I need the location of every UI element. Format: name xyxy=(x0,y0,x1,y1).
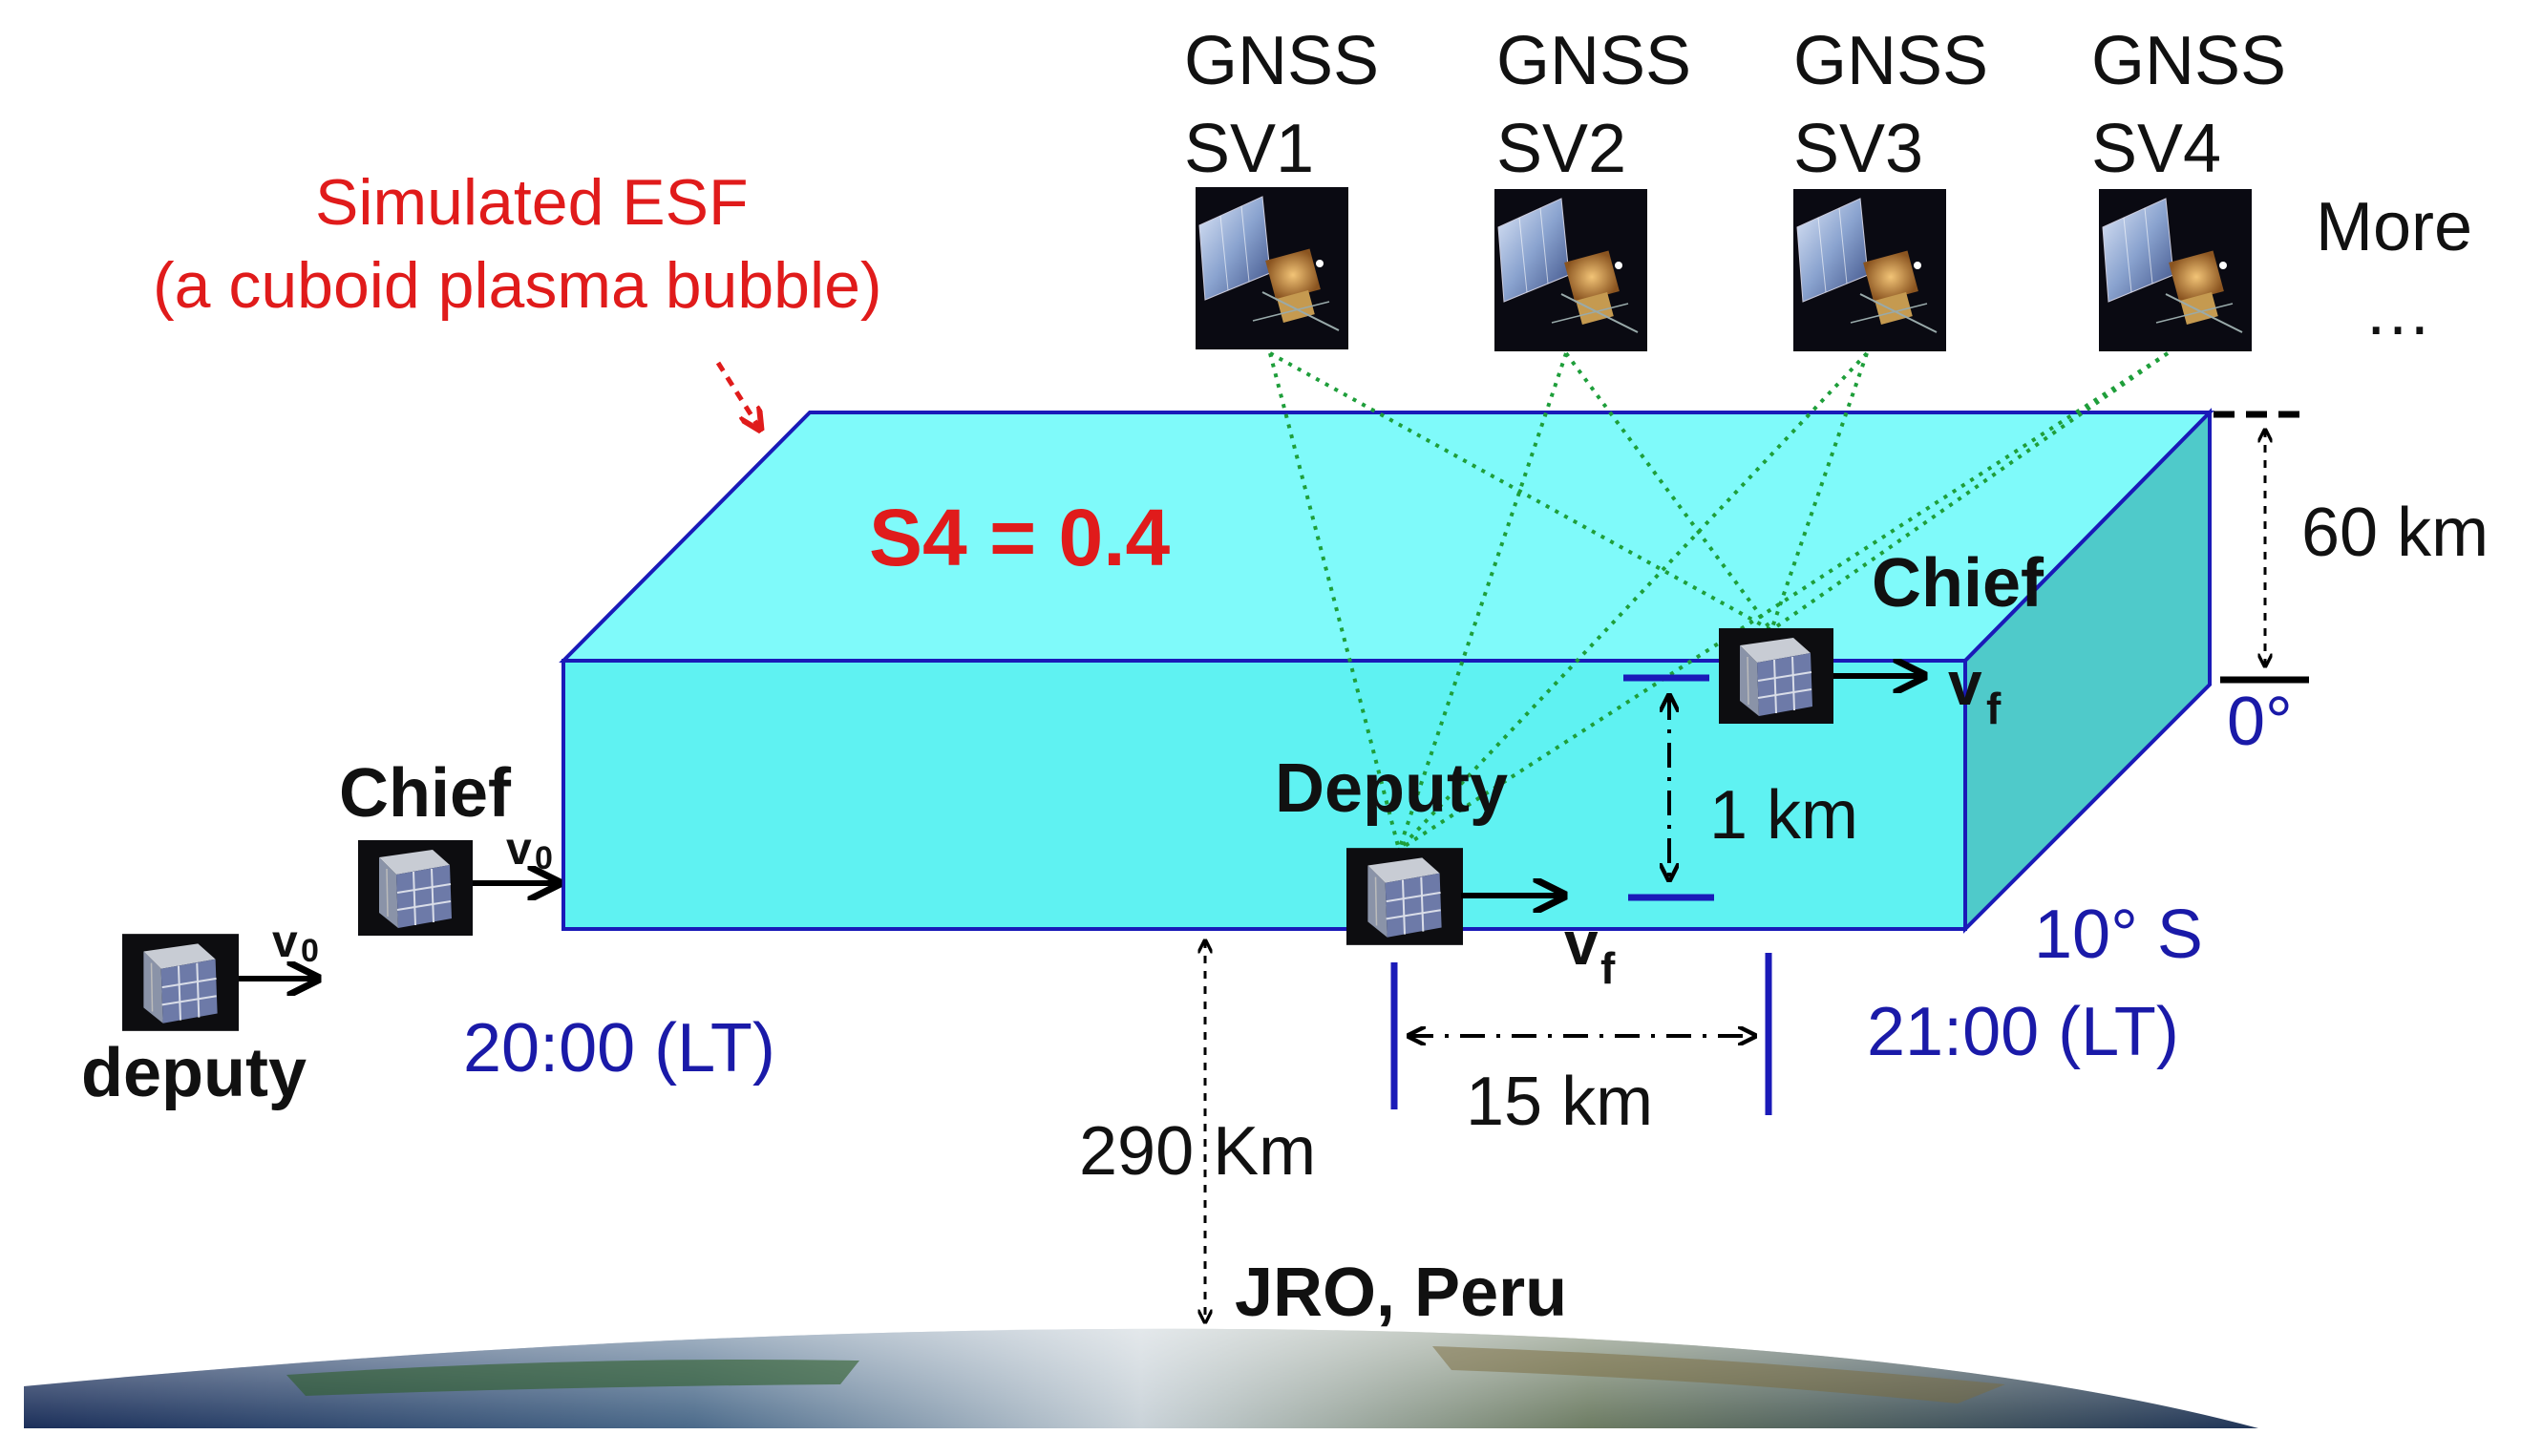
sv1-label-line2: SV1 xyxy=(1184,111,1314,187)
final-chief-label: Chief xyxy=(1872,545,2044,622)
gnss-satellite-icon xyxy=(1494,189,1647,351)
initial-chief: Chief v 0 xyxy=(339,755,559,936)
latitude-south-label: 10° S xyxy=(2034,897,2203,973)
cubesat-icon xyxy=(1346,848,1463,945)
latitude-north-label: 0° xyxy=(2227,684,2293,760)
los-sv3-chief xyxy=(1769,352,1869,631)
esf-title-line1: Simulated ESF xyxy=(315,166,749,239)
sv4-label-line1: GNSS xyxy=(2091,23,2286,99)
final-chief: Chief v f xyxy=(1719,545,2044,733)
sv2-label-line1: GNSS xyxy=(1496,23,1691,99)
initial-deputy: v 0 deputy xyxy=(81,917,319,1111)
horizontal-separation-label: 15 km xyxy=(1466,1064,1653,1140)
height-dimension: 60 km xyxy=(2214,411,2489,684)
vertical-separation-label: 1 km xyxy=(1709,777,1858,854)
gnss-sv2: GNSS SV2 xyxy=(1494,23,1691,351)
initial-chief-velocity-v: v xyxy=(506,824,532,875)
los-lines xyxy=(1268,351,2170,852)
horizontal-separation: 15 km xyxy=(1390,953,1772,1140)
plasma-bubble-cuboid xyxy=(559,408,2214,934)
gnss-satellite-icon xyxy=(2099,189,2252,351)
initial-chief-velocity-sub: 0 xyxy=(535,840,553,876)
gnss-satellite-icon xyxy=(1196,187,1348,349)
initial-chief-label: Chief xyxy=(339,755,512,832)
esf-title-line2: (a cuboid plasma bubble) xyxy=(153,249,882,322)
final-chief-velocity-sub: f xyxy=(1986,684,2002,733)
gnss-sv4: GNSS SV4 xyxy=(2091,23,2286,351)
bubble-top-face xyxy=(559,411,2214,663)
bubble-front-face xyxy=(561,659,1967,931)
final-deputy-velocity-sub: f xyxy=(1600,943,1616,993)
cubesat-icon xyxy=(1719,628,1833,724)
final-deputy-label: Deputy xyxy=(1275,750,1508,827)
final-deputy-velocity-v: v xyxy=(1564,909,1599,978)
final-deputy: Deputy v f xyxy=(1275,750,1616,993)
more-ellipsis: … xyxy=(2363,273,2432,349)
height-label: 60 km xyxy=(2301,495,2489,571)
final-time-label: 21:00 (LT) xyxy=(1867,994,2179,1070)
los-sv2-deputy xyxy=(1397,352,1568,851)
cubesat-icon xyxy=(358,840,473,936)
altitude-dimension: 290 Km xyxy=(1079,940,1316,1322)
sv2-label-line2: SV2 xyxy=(1496,111,1626,187)
sv4-label-line2: SV4 xyxy=(2091,111,2221,187)
earth-horizon-icon xyxy=(24,1328,2258,1428)
initial-deputy-label: deputy xyxy=(81,1035,307,1111)
gnss-sv1: GNSS SV1 xyxy=(1184,23,1379,349)
ground-station-label: JRO, Peru xyxy=(1235,1255,1567,1331)
cubesat-icon xyxy=(122,934,239,1031)
initial-deputy-velocity-v: v xyxy=(272,917,298,967)
final-chief-velocity-v: v xyxy=(1948,649,1982,718)
sv3-label-line2: SV3 xyxy=(1793,111,1923,187)
esf-pointer-arrow xyxy=(715,361,759,428)
los-sv2-chief xyxy=(1564,351,1773,632)
gnss-sv3: GNSS SV3 xyxy=(1793,23,1988,351)
altitude-label: 290 Km xyxy=(1079,1113,1316,1190)
vertical-separation: 1 km xyxy=(1623,674,1858,901)
sv1-label-line1: GNSS xyxy=(1184,23,1379,99)
initial-deputy-velocity-sub: 0 xyxy=(301,933,319,969)
los-sv4-chief xyxy=(1769,351,2170,632)
s4-value: S4 = 0.4 xyxy=(869,493,1171,582)
los-sv3-deputy xyxy=(1397,351,1869,852)
initial-time-label: 20:00 (LT) xyxy=(463,1010,775,1087)
los-sv1-deputy xyxy=(1268,352,1401,851)
gnss-satellite-icon xyxy=(1793,189,1946,351)
los-sv1-chief xyxy=(1269,351,1772,632)
more-satellites-label: More xyxy=(2316,189,2472,265)
sv3-label-line1: GNSS xyxy=(1793,23,1988,99)
